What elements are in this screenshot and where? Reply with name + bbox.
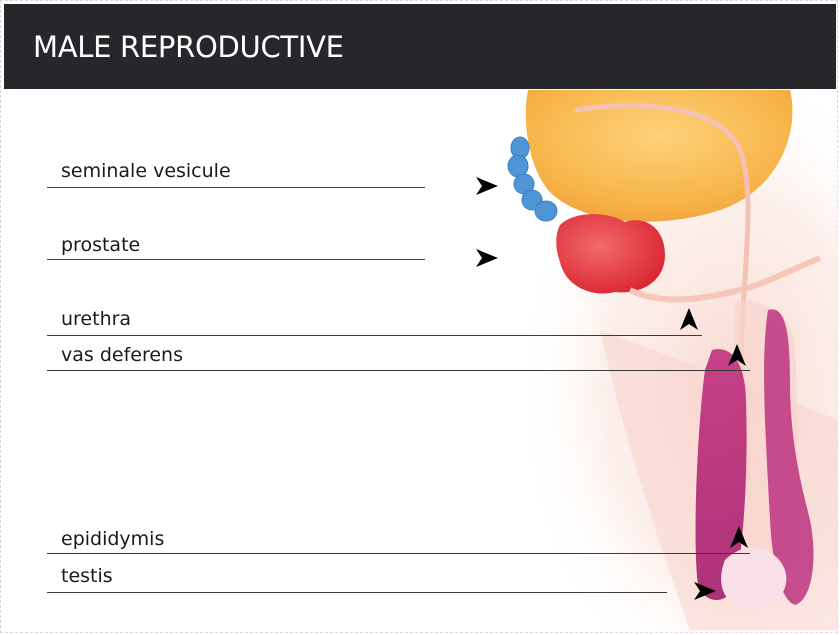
label-epididymis: epididymis <box>61 528 164 550</box>
leader-line-prostate <box>47 259 425 260</box>
arrow-up-icon <box>724 342 750 368</box>
arrow-right-icon <box>692 578 718 604</box>
label-urethra: urethra <box>61 308 131 330</box>
leader-line-urethra <box>47 335 702 336</box>
leader-line-seminal-vesicle <box>47 187 425 188</box>
arrow-right-icon <box>474 245 500 271</box>
arrow-right-icon <box>474 173 500 199</box>
page-title: MALE REPRODUCTIVE <box>33 30 344 64</box>
label-prostate: prostate <box>61 234 140 256</box>
leader-line-epididymis <box>47 553 750 554</box>
header-bar: MALE REPRODUCTIVE <box>4 4 836 89</box>
arrow-up-icon <box>676 306 702 332</box>
arrow-up-icon <box>726 524 752 550</box>
label-seminal-vesicle: seminale vesicule <box>61 160 231 182</box>
leader-line-vas-deferens <box>47 370 750 371</box>
prostate-shape <box>556 214 665 293</box>
leader-line-testis <box>47 592 667 593</box>
label-vas-deferens: vas deferens <box>61 344 183 366</box>
label-testis: testis <box>61 565 113 587</box>
